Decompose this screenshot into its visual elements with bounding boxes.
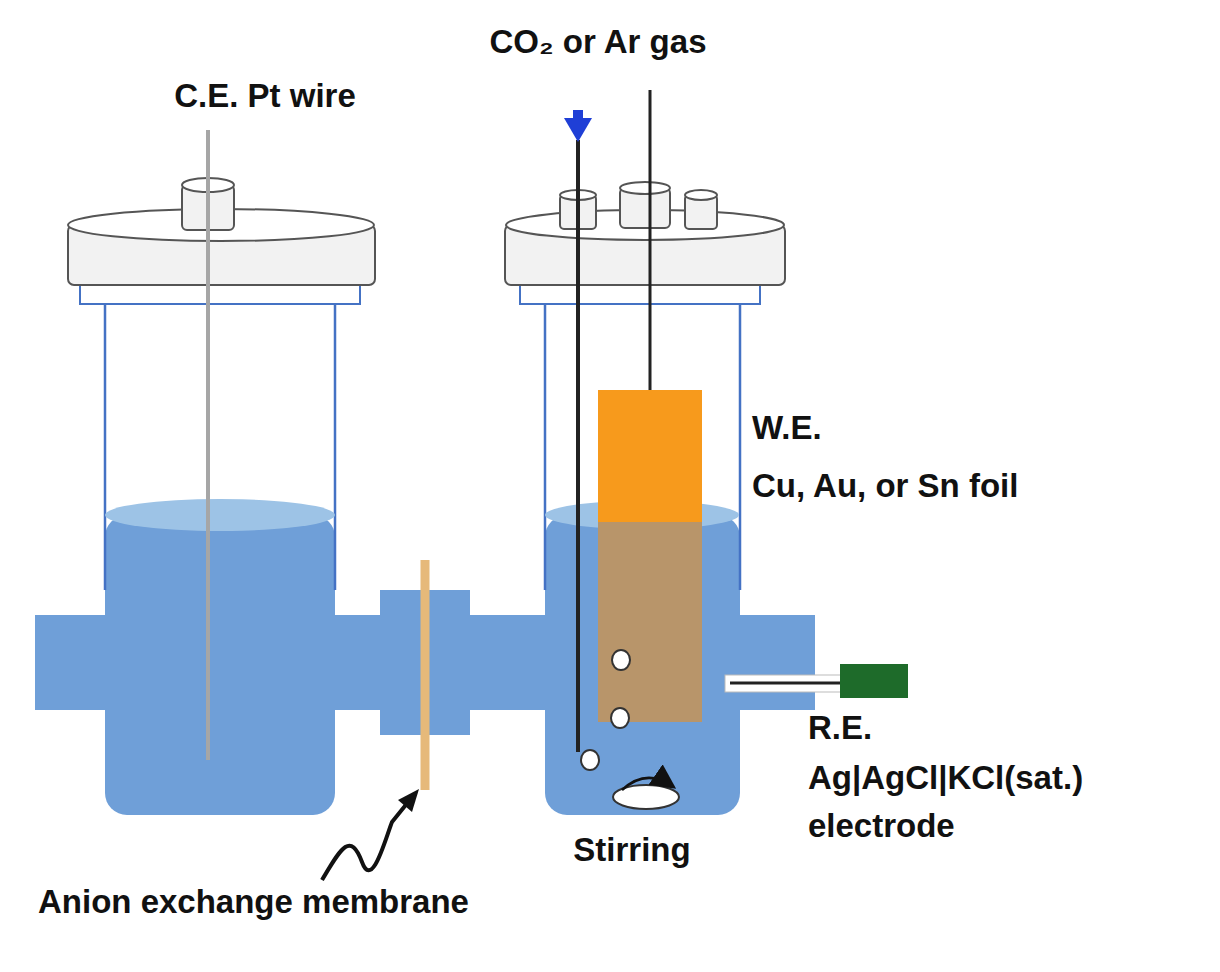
reference-electrode [730,682,842,685]
reference-electrode [840,664,908,698]
leader-line [322,796,413,880]
label-text: Anion exchange membrane [38,878,469,926]
working-electrode [598,522,702,722]
electrode-lead [649,90,652,390]
label-text: Stirring [573,826,690,874]
label-text: Ag|AgCl|KCl(sat.) electrode [808,754,1208,850]
pt-wire [206,130,210,760]
working-electrode [598,390,702,522]
membrane [421,560,430,790]
cell-cap [68,178,785,304]
liquid-surface [105,499,335,531]
bubble [581,650,630,770]
gas-arrow [564,118,592,142]
electrolyte [35,515,815,815]
label-text: W.E. [752,404,822,452]
stir-arrow [622,778,672,790]
leader-arrow [398,789,419,812]
label-text: C.E. Pt wire [174,72,356,120]
label-text: R.E. [808,704,872,752]
label-text: Cu, Au, or Sn foil [752,462,1018,510]
label-text: CO₂ or Ar gas [490,18,707,66]
reference-electrode [725,675,843,692]
gas-tube [576,140,580,752]
